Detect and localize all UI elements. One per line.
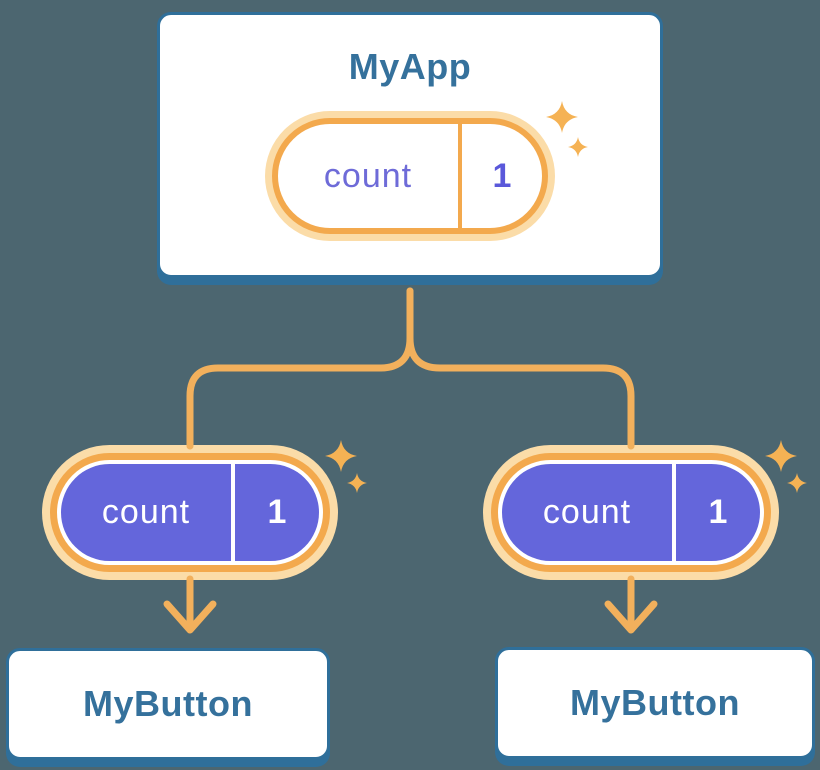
- connector-left-branch: [186, 287, 414, 450]
- arrow-left-head: [163, 600, 217, 634]
- pill-divider: [231, 464, 235, 561]
- prop-pill-left-value: 1: [267, 493, 287, 531]
- state-pill-root-body: count 1: [272, 118, 548, 234]
- component-title-mybutton-right: MyButton: [570, 682, 740, 723]
- arrow-right-head: [604, 600, 658, 634]
- component-title-mybutton-left: MyButton: [83, 683, 253, 724]
- state-pill-root: count 1: [265, 111, 555, 241]
- sparkle-small: [787, 473, 807, 493]
- prop-pill-left-ring: count 1: [50, 453, 330, 572]
- component-node-mybutton-right: MyButton: [495, 647, 815, 759]
- connector-right-branch: [406, 287, 635, 450]
- pill-divider: [458, 124, 462, 228]
- sparkle-small: [347, 473, 367, 493]
- arrow-right: [604, 575, 658, 634]
- sparkle-big: [765, 440, 797, 472]
- prop-pill-right-body: count 1: [502, 464, 760, 561]
- pill-divider: [672, 464, 676, 561]
- prop-pill-right-value: 1: [708, 493, 728, 531]
- prop-pill-left: count 1: [42, 445, 338, 580]
- state-pill-root-label: count: [323, 156, 413, 195]
- component-node-myapp: MyApp count 1: [157, 12, 663, 278]
- component-title-myapp: MyApp: [348, 46, 472, 87]
- prop-pill-right-ring: count 1: [491, 453, 771, 572]
- sparkle-big: [325, 440, 357, 472]
- prop-pill-left-label: count: [101, 493, 191, 531]
- component-node-mybutton-left: MyButton: [6, 648, 330, 760]
- prop-pill-right: count 1: [483, 445, 779, 580]
- state-pill-root-value: 1: [492, 156, 512, 195]
- prop-pill-left-body: count 1: [61, 464, 319, 561]
- prop-pill-right-label: count: [542, 493, 632, 531]
- arrow-left: [163, 575, 217, 634]
